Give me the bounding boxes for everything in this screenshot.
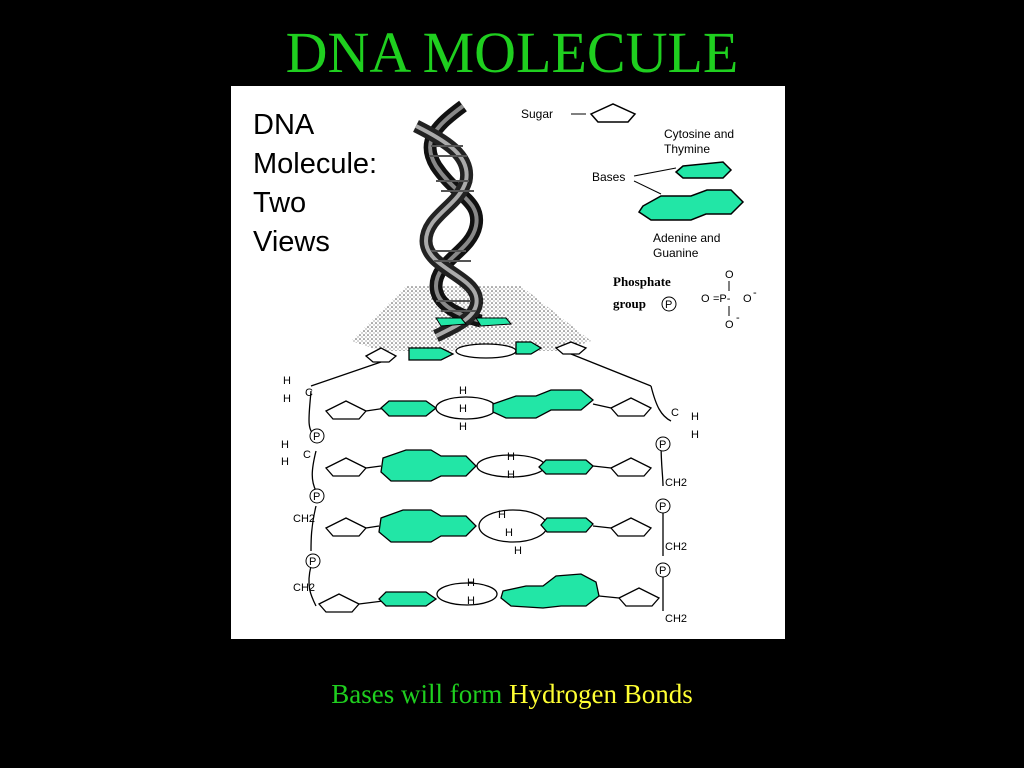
heading-line-1: DNA [253, 109, 315, 141]
purine-base-icon [637, 189, 745, 221]
label-ch2: CH2 [293, 582, 315, 594]
formula-equals-p: =P- [713, 293, 731, 305]
legend: Sugar Cytosine and Thymine Bases Adenine… [521, 103, 757, 331]
label-ch2: CH2 [665, 477, 687, 489]
label-ch2: CH2 [293, 513, 315, 525]
label-c: C [671, 407, 679, 419]
phosphate-icon [661, 296, 677, 312]
label-c: C [303, 449, 311, 461]
legend-ct-line1: Cytosine and [664, 127, 734, 141]
hbond-h: H [467, 595, 475, 607]
hbond-h: H [514, 545, 522, 557]
hbond-h: H [507, 451, 515, 463]
legend-bases-label: Bases [592, 170, 625, 184]
formula-o-right: O [743, 293, 752, 305]
hydrogen-bond-labels: H H H H H H H H H H [459, 385, 522, 607]
legend-ag-line1: Adenine and [653, 231, 720, 245]
label-h: H [283, 375, 291, 387]
legend-sugar-label: Sugar [521, 107, 553, 121]
formula-o-left: O [701, 293, 710, 305]
formula-o-bottom: O [725, 319, 734, 331]
double-helix-icon [351, 100, 591, 351]
label-p: P [659, 565, 666, 577]
label-p: P [313, 491, 320, 503]
formula-minus-1: - [753, 287, 757, 299]
heading-line-3: Two [253, 187, 306, 219]
hbond-h: H [505, 527, 513, 539]
hbond-h: H [467, 577, 475, 589]
label-ch2: CH2 [665, 613, 687, 625]
dna-diagram: DNA Molecule: Two Views Sugar [231, 86, 785, 639]
ladder-labels: H H C P H H C P CH2 P CH2 C H H P CH2 P … [281, 375, 699, 625]
sugar-icon [589, 103, 637, 123]
legend-phosphate-line2: group [613, 296, 646, 311]
legend-ct-line2: Thymine [664, 142, 710, 156]
phosphate-formula: O O =P- O - O - [701, 269, 757, 331]
figure-heading: DNA Molecule: Two Views [253, 109, 377, 258]
heading-line-2: Molecule: [253, 148, 377, 180]
label-h: H [691, 411, 699, 423]
slide-title: DNA MOLECULE [285, 20, 739, 85]
legend-phosphate-symbol: P [665, 299, 672, 311]
label-p: P [659, 501, 666, 513]
caption-text: Bases will form [331, 679, 509, 709]
label-ch2: CH2 [665, 541, 687, 553]
label-h: H [691, 429, 699, 441]
label-c: C [305, 387, 313, 399]
hbond-h: H [459, 385, 467, 397]
slide-caption: Bases will form Hydrogen Bonds [0, 674, 1024, 714]
legend-phosphate-line1: Phosphate [613, 274, 671, 289]
label-p: P [659, 439, 666, 451]
label-p: P [309, 556, 316, 568]
label-h: H [281, 439, 289, 451]
pyrimidine-base-icon [674, 161, 733, 179]
hbond-h: H [507, 469, 515, 481]
dna-ladder [308, 341, 672, 613]
hbond-h: H [498, 509, 506, 521]
formula-minus-2: - [736, 312, 740, 324]
heading-line-4: Views [253, 226, 330, 258]
legend-ag-line2: Guanine [653, 246, 699, 260]
label-p: P [313, 431, 320, 443]
formula-o-top: O [725, 269, 734, 281]
label-h: H [283, 393, 291, 405]
label-h: H [281, 456, 289, 468]
hbond-h: H [459, 403, 467, 415]
hbond-h: H [459, 421, 467, 433]
caption-highlight: Hydrogen Bonds [508, 679, 693, 709]
